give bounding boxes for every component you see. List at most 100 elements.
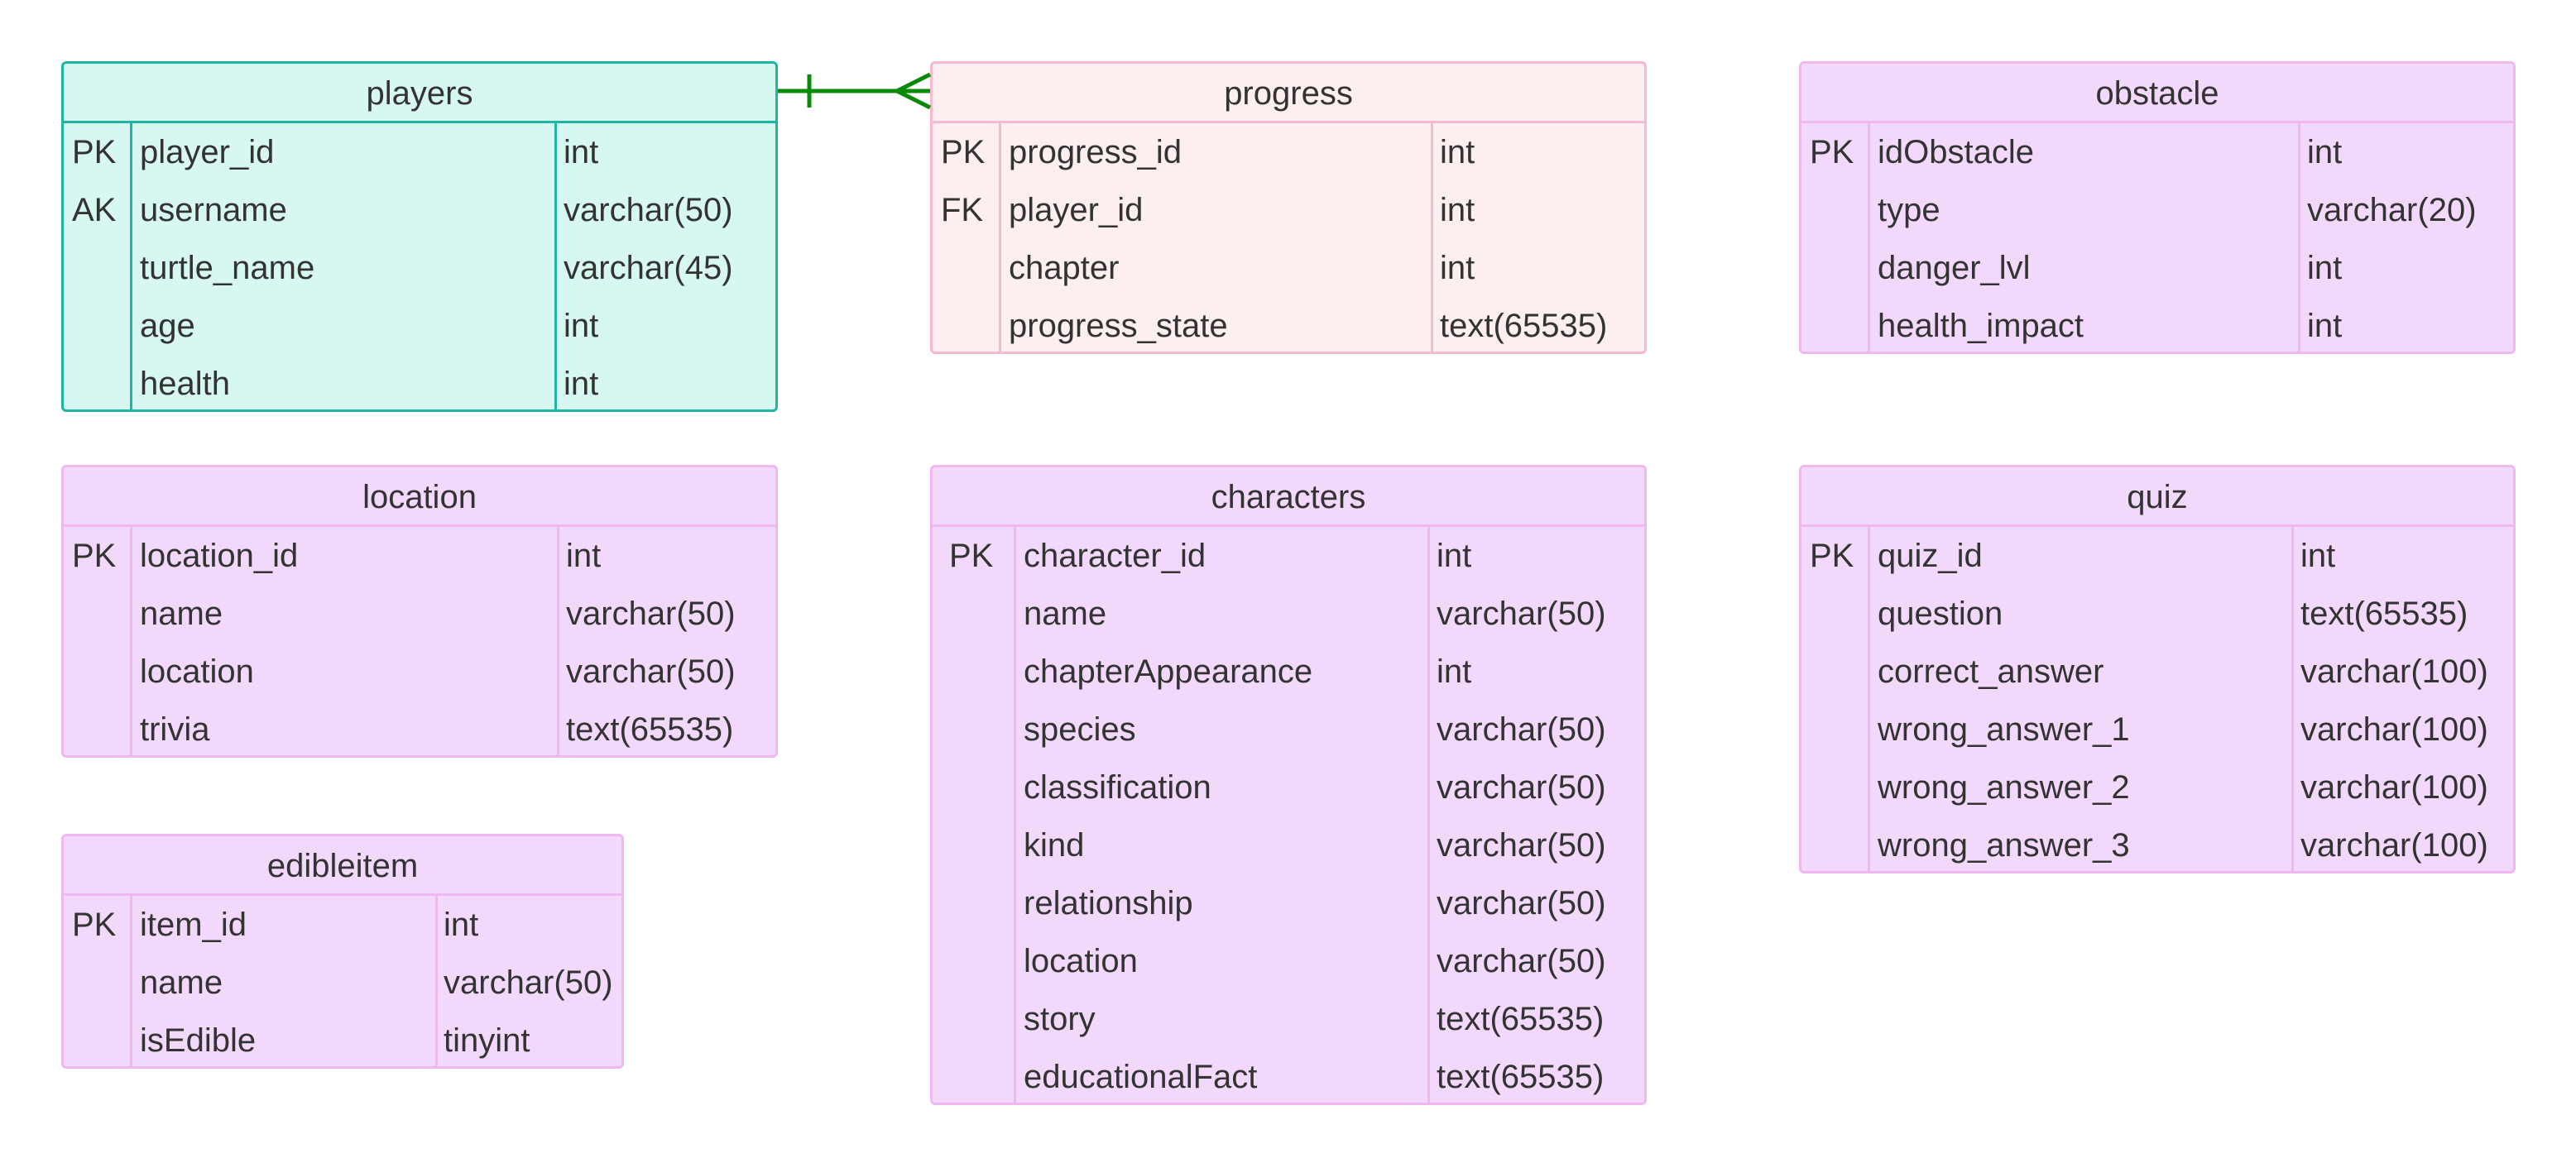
field-type: varchar(45): [564, 250, 733, 286]
entity-title: quiz: [1801, 467, 2513, 527]
table-row[interactable]: question text(65535): [1801, 585, 2513, 643]
table-row[interactable]: danger_lvl int: [1801, 239, 2513, 297]
table-row[interactable]: progress_state text(65535): [933, 297, 1644, 352]
field-type: text(65535): [1440, 308, 1608, 344]
field-type: int: [564, 308, 599, 344]
column-divider: [999, 123, 1001, 352]
entity-title: players: [64, 64, 775, 123]
field-name: player_id: [1009, 192, 1144, 228]
entity-obstacle[interactable]: obstacle PK idObstacle int type varchar(…: [1799, 61, 2516, 354]
table-row[interactable]: PK character_id int: [933, 527, 1644, 585]
table-row[interactable]: trivia text(65535): [64, 701, 775, 755]
table-row[interactable]: PK player_id int: [64, 123, 775, 181]
field-name: location: [1024, 943, 1138, 979]
entity-location[interactable]: location PK location_id int name varchar…: [61, 465, 778, 758]
table-row[interactable]: relationship varchar(50): [933, 874, 1644, 932]
entity-body: PK player_id int AK username varchar(50)…: [64, 123, 775, 409]
field-type: int: [1440, 250, 1475, 286]
table-row[interactable]: wrong_answer_1 varchar(100): [1801, 701, 2513, 759]
table-row[interactable]: wrong_answer_2 varchar(100): [1801, 759, 2513, 816]
column-divider: [1014, 527, 1016, 1103]
field-name: question: [1878, 596, 2003, 632]
column-divider: [1868, 527, 1870, 871]
many-crowfoot-upper: [895, 72, 932, 93]
table-row[interactable]: chapterAppearance int: [933, 643, 1644, 701]
column-divider: [2291, 527, 2294, 871]
field-type: int: [2300, 538, 2336, 574]
table-row[interactable]: AK username varchar(50): [64, 181, 775, 239]
field-name: turtle_name: [140, 250, 315, 286]
entity-body: PK character_id int name varchar(50) cha…: [933, 527, 1644, 1103]
field-name: kind: [1024, 827, 1085, 864]
table-row[interactable]: PK item_id int: [64, 896, 621, 954]
table-row[interactable]: type varchar(20): [1801, 181, 2513, 239]
table-row[interactable]: educationalFact text(65535): [933, 1048, 1644, 1103]
field-name: chapterAppearance: [1024, 653, 1313, 690]
field-type: text(65535): [2300, 596, 2468, 632]
table-row[interactable]: name varchar(50): [933, 585, 1644, 643]
entity-title: characters: [933, 467, 1644, 527]
column-divider: [130, 896, 132, 1066]
table-row[interactable]: name varchar(50): [64, 585, 775, 643]
table-row[interactable]: location varchar(50): [933, 932, 1644, 990]
entity-characters[interactable]: characters PK character_id int name varc…: [930, 465, 1647, 1105]
field-name: type: [1878, 192, 1940, 228]
table-row[interactable]: turtle_name varchar(45): [64, 239, 775, 297]
column-divider: [554, 123, 557, 409]
table-row[interactable]: correct_answer varchar(100): [1801, 643, 2513, 701]
table-row[interactable]: PK location_id int: [64, 527, 775, 585]
many-crowfoot-lower: [895, 89, 932, 110]
entity-edibleitem[interactable]: edibleitem PK item_id int name varchar(5…: [61, 834, 624, 1069]
entity-progress[interactable]: progress PK progress_id int FK player_id…: [930, 61, 1647, 354]
field-type: int: [2307, 250, 2343, 286]
field-name: relationship: [1024, 885, 1193, 921]
table-row[interactable]: location varchar(50): [64, 643, 775, 701]
field-type: varchar(50): [1437, 769, 1606, 806]
field-name: progress_id: [1009, 134, 1182, 170]
table-row[interactable]: wrong_answer_3 varchar(100): [1801, 816, 2513, 871]
field-name: progress_state: [1009, 308, 1228, 344]
table-row[interactable]: species varchar(50): [933, 701, 1644, 759]
field-type: int: [564, 366, 599, 402]
table-row[interactable]: age int: [64, 297, 775, 355]
column-divider: [1427, 527, 1430, 1103]
field-name: isEdible: [140, 1022, 257, 1059]
entity-quiz[interactable]: quiz PK quiz_id int question text(65535)…: [1799, 465, 2516, 873]
table-row[interactable]: kind varchar(50): [933, 816, 1644, 874]
table-row[interactable]: FK player_id int: [933, 181, 1644, 239]
field-type: varchar(50): [1437, 885, 1606, 921]
field-name: trivia: [140, 711, 210, 748]
field-name: location: [140, 653, 254, 690]
field-name: classification: [1024, 769, 1211, 806]
entity-players[interactable]: players PK player_id int AK username var…: [61, 61, 778, 412]
column-divider: [435, 896, 438, 1066]
entity-body: PK idObstacle int type varchar(20) dange…: [1801, 123, 2513, 352]
table-row[interactable]: name varchar(50): [64, 954, 621, 1012]
field-type: varchar(50): [1437, 711, 1606, 748]
table-row[interactable]: health int: [64, 355, 775, 409]
field-type: varchar(50): [1437, 827, 1606, 864]
table-row[interactable]: story text(65535): [933, 990, 1644, 1048]
table-row[interactable]: PK idObstacle int: [1801, 123, 2513, 181]
field-type: varchar(50): [444, 964, 613, 1001]
table-row[interactable]: PK progress_id int: [933, 123, 1644, 181]
field-name: species: [1024, 711, 1136, 748]
field-type: int: [1437, 653, 1472, 690]
field-type: int: [2307, 308, 2343, 344]
table-row[interactable]: chapter int: [933, 239, 1644, 297]
table-row[interactable]: health_impact int: [1801, 297, 2513, 352]
field-type: varchar(50): [564, 192, 733, 228]
field-name: username: [140, 192, 287, 228]
field-name: item_id: [140, 907, 247, 943]
table-row[interactable]: PK quiz_id int: [1801, 527, 2513, 585]
table-row[interactable]: isEdible tinyint: [64, 1012, 621, 1066]
table-row[interactable]: classification varchar(50): [933, 759, 1644, 816]
field-type: int: [566, 538, 602, 574]
field-type: varchar(100): [2300, 827, 2488, 864]
field-type: varchar(50): [1437, 596, 1606, 632]
column-divider: [130, 123, 132, 409]
field-type: varchar(20): [2307, 192, 2477, 228]
field-name: correct_answer: [1878, 653, 2104, 690]
field-type: varchar(100): [2300, 711, 2488, 748]
